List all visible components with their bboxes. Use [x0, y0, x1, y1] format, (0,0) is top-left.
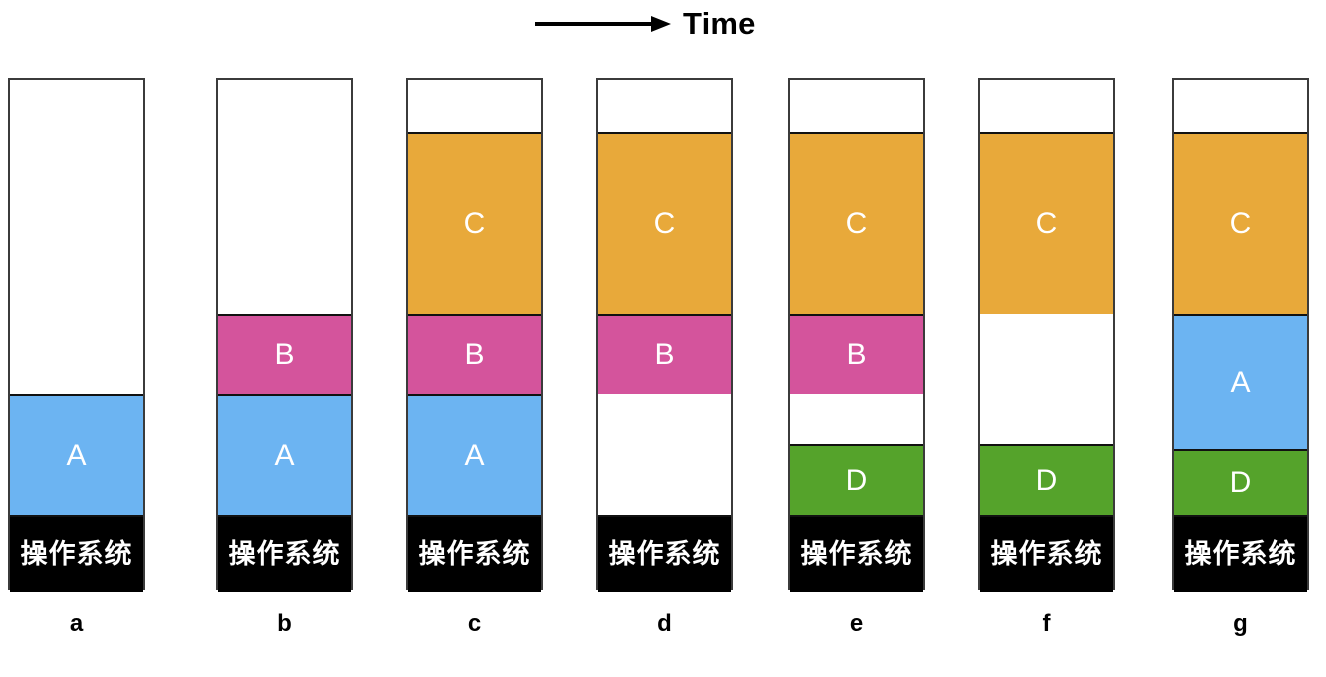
memory-segment-os: 操作系统: [408, 515, 541, 592]
memory-segment-a: A: [1174, 314, 1307, 449]
segment-label: 操作系统: [228, 539, 341, 569]
memory-segment-os: 操作系统: [598, 515, 731, 592]
column-label-f: f: [1042, 610, 1051, 637]
memory-segment-b: B: [218, 314, 351, 394]
segment-label: 操作系统: [608, 539, 721, 569]
segment-label: A: [66, 438, 87, 472]
column-label-a: a: [69, 610, 84, 637]
memory-bar: B A 操作系统: [216, 78, 353, 592]
segment-label: C: [1035, 207, 1058, 240]
memory-bar: C B 操作系统: [596, 78, 733, 592]
memory-segment-os: 操作系统: [790, 515, 923, 592]
segment-label: 操作系统: [20, 539, 133, 569]
segment-label: D: [845, 463, 868, 497]
memory-segment-a: A: [408, 394, 541, 515]
segment-label: A: [274, 438, 295, 472]
right-arrow-icon: [533, 12, 673, 36]
segment-label: 操作系统: [1184, 539, 1297, 569]
memory-segment-os: 操作系统: [980, 515, 1113, 592]
memory-segment-a: A: [10, 394, 143, 515]
memory-segment-c: C: [408, 132, 541, 314]
memory-bar: C A D 操作系统: [1172, 78, 1309, 592]
segment-label: A: [1230, 365, 1251, 399]
memory-segment-c: C: [1174, 132, 1307, 314]
memory-segment-free: [598, 394, 731, 515]
memory-bar: A 操作系统: [8, 78, 145, 592]
memory-segment-b: B: [598, 314, 731, 394]
segment-label: 操作系统: [990, 539, 1103, 569]
memory-bar: C B D 操作系统: [788, 78, 925, 592]
memory-segment-d: D: [1174, 449, 1307, 515]
memory-segment-a: A: [218, 394, 351, 515]
memory-segment-free: [790, 80, 923, 132]
memory-segment-os: 操作系统: [1174, 515, 1307, 592]
segment-label: D: [1229, 466, 1252, 499]
column-label-g: g: [1233, 610, 1248, 637]
memory-segment-b: B: [790, 314, 923, 394]
memory-segment-d: D: [790, 444, 923, 515]
memory-segment-free: [980, 80, 1113, 132]
memory-segment-d: D: [980, 444, 1113, 515]
memory-segment-free: [790, 394, 923, 444]
memory-segment-os: 操作系统: [10, 515, 143, 592]
segment-label: A: [464, 438, 485, 472]
memory-segment-c: C: [790, 132, 923, 314]
segment-label: B: [464, 338, 485, 371]
memory-segment-b: B: [408, 314, 541, 394]
time-axis-label: Time: [683, 6, 756, 41]
memory-segment-c: C: [980, 132, 1113, 314]
memory-segment-c: C: [598, 132, 731, 314]
memory-segment-free: [1174, 80, 1307, 132]
time-axis-header: Time: [0, 0, 1326, 56]
time-arrow-group: Time: [533, 8, 756, 39]
memory-segment-free: [598, 80, 731, 132]
segment-label: C: [653, 207, 676, 240]
segment-label: B: [654, 338, 675, 371]
segment-label: 操作系统: [418, 539, 531, 569]
memory-bar: C B A 操作系统: [406, 78, 543, 592]
column-label-b: b: [277, 610, 292, 637]
memory-segment-free: [10, 80, 143, 394]
segment-label: C: [463, 207, 486, 240]
memory-segment-free: [980, 314, 1113, 444]
memory-segment-free: [408, 80, 541, 132]
segment-label: B: [846, 338, 867, 371]
memory-segment-os: 操作系统: [218, 515, 351, 592]
segment-label: C: [1229, 207, 1252, 240]
memory-segment-free: [218, 80, 351, 314]
segment-label: B: [274, 338, 295, 371]
segment-label: 操作系统: [800, 539, 913, 569]
segment-label: D: [1035, 463, 1058, 497]
column-label-d: d: [657, 610, 672, 637]
column-label-e: e: [849, 610, 864, 637]
segment-label: C: [845, 207, 868, 240]
memory-bar: C D 操作系统: [978, 78, 1115, 592]
column-label-c: c: [467, 610, 482, 637]
